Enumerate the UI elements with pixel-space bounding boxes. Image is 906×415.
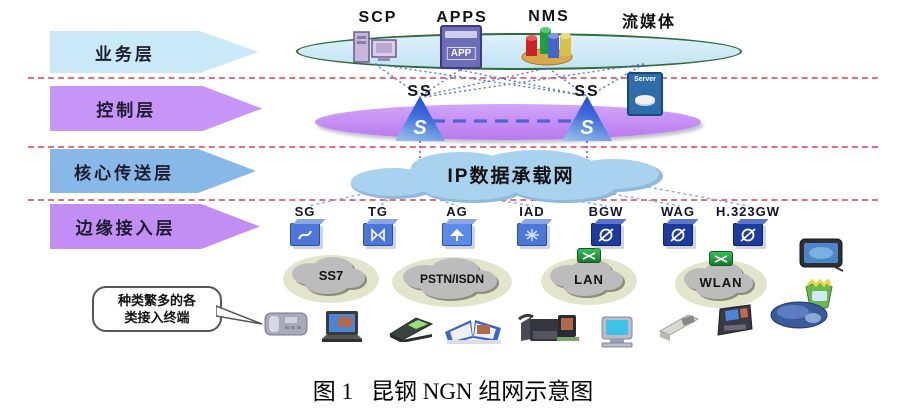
apps-icon-band <box>445 31 477 38</box>
wag-gateway-icon <box>663 223 693 246</box>
ss7-network-cloud: SS7 <box>282 250 380 304</box>
pstn-isdn-network-cloud: PSTN/ISDN <box>391 252 513 308</box>
wlan-network-cloud: WLAN <box>674 251 768 309</box>
terminal-tv-icon <box>799 238 844 272</box>
service-layer-ellipse <box>296 33 742 70</box>
callout-line-2: 类接入终端 <box>124 310 190 325</box>
figure-number: 图 1 <box>312 379 353 404</box>
terminal-adapter-card-icon <box>658 314 700 341</box>
tg-gateway-icon <box>363 223 393 246</box>
gateway-sg: SG <box>270 204 340 246</box>
node-label-apps: APPS <box>436 9 488 26</box>
ag-gateway-icon <box>442 223 472 246</box>
media-server-icon-text: Server <box>634 76 656 83</box>
node-label-scp: SCP <box>358 9 398 26</box>
network-label: SS7 <box>318 268 344 283</box>
terminal-notebook-icon <box>388 317 434 342</box>
gateway-label: WAG <box>660 204 696 219</box>
node-label-nms: NMS <box>528 8 570 25</box>
gateway-ag: AG <box>422 204 492 246</box>
softswitch-label-1: SS <box>407 83 433 100</box>
layer-label: 业务层 <box>94 44 155 64</box>
gateway-label: H.323GW <box>715 204 781 219</box>
terminal-media-player-icon <box>805 279 833 310</box>
terminal-desk-phone-icon <box>518 313 579 341</box>
gateway-label: TG <box>367 204 389 219</box>
layer-label: 控制层 <box>96 101 157 120</box>
terminal-ip-phone-icon <box>264 312 308 336</box>
terminal-videophone-icon <box>445 320 501 344</box>
layer-label: 边缘接入层 <box>75 219 176 238</box>
layer-label: 核心传送层 <box>74 163 175 183</box>
gateway-label: BGW <box>588 204 624 219</box>
h323-gateway-icon <box>733 223 763 246</box>
terminal-laptop-icon <box>322 311 362 342</box>
bgw-gateway-icon <box>591 223 621 246</box>
softswitch-glyph: S <box>413 117 427 139</box>
sg-gateway-icon <box>290 223 320 246</box>
ip-bearer-cloud: IP数据承载网 <box>333 146 689 206</box>
node-label-media: 流媒体 <box>621 14 676 31</box>
layer-separator-2 <box>28 146 878 148</box>
figure-title: 昆钢 NGN 组网示意图 <box>370 379 594 404</box>
gateway-wag: WAG <box>643 204 713 246</box>
gateway-label: AG <box>446 204 468 219</box>
network-label: WLAN <box>699 275 743 290</box>
softswitch-label-2: SS <box>574 83 600 100</box>
apps-icon-text: APP <box>446 47 476 60</box>
softswitch-glyph: S <box>580 117 594 139</box>
gateway-label: IAD <box>519 204 545 219</box>
layer-separator-1 <box>28 77 878 79</box>
scp-server-icon <box>353 31 397 63</box>
wlan-switch-icon <box>709 251 733 266</box>
lan-switch-icon <box>577 248 601 263</box>
ip-cloud-label: IP数据承载网 <box>447 166 575 187</box>
media-server-disc <box>635 95 655 104</box>
lan-network-cloud: LAN <box>540 248 638 306</box>
iad-gateway-icon <box>517 223 547 246</box>
apps-server-icon: APP <box>440 25 482 69</box>
terminals-callout-bubble: 种类繁多的各 类接入终端 <box>92 286 222 332</box>
network-label: PSTN/ISDN <box>419 272 484 286</box>
nms-cylinders-icon <box>521 27 573 66</box>
callout-line-1: 种类繁多的各 <box>117 293 196 308</box>
gateway-tg: TG <box>343 204 413 246</box>
terminal-monitor-pc-icon <box>601 316 633 348</box>
gateway-h323gw: H.323GW <box>713 204 783 246</box>
gateway-bgw: BGW <box>571 204 641 246</box>
callout-tail <box>216 305 263 325</box>
terminal-pda-icon <box>717 304 753 336</box>
gateway-iad: IAD <box>497 204 567 246</box>
terminal-mouse-device-icon <box>770 301 828 329</box>
gateway-label: SG <box>294 204 316 219</box>
network-label: LAN <box>574 272 604 287</box>
figure-caption: 图 1 昆钢 NGN 组网示意图 <box>0 372 906 406</box>
media-server-icon: Server <box>627 72 663 116</box>
